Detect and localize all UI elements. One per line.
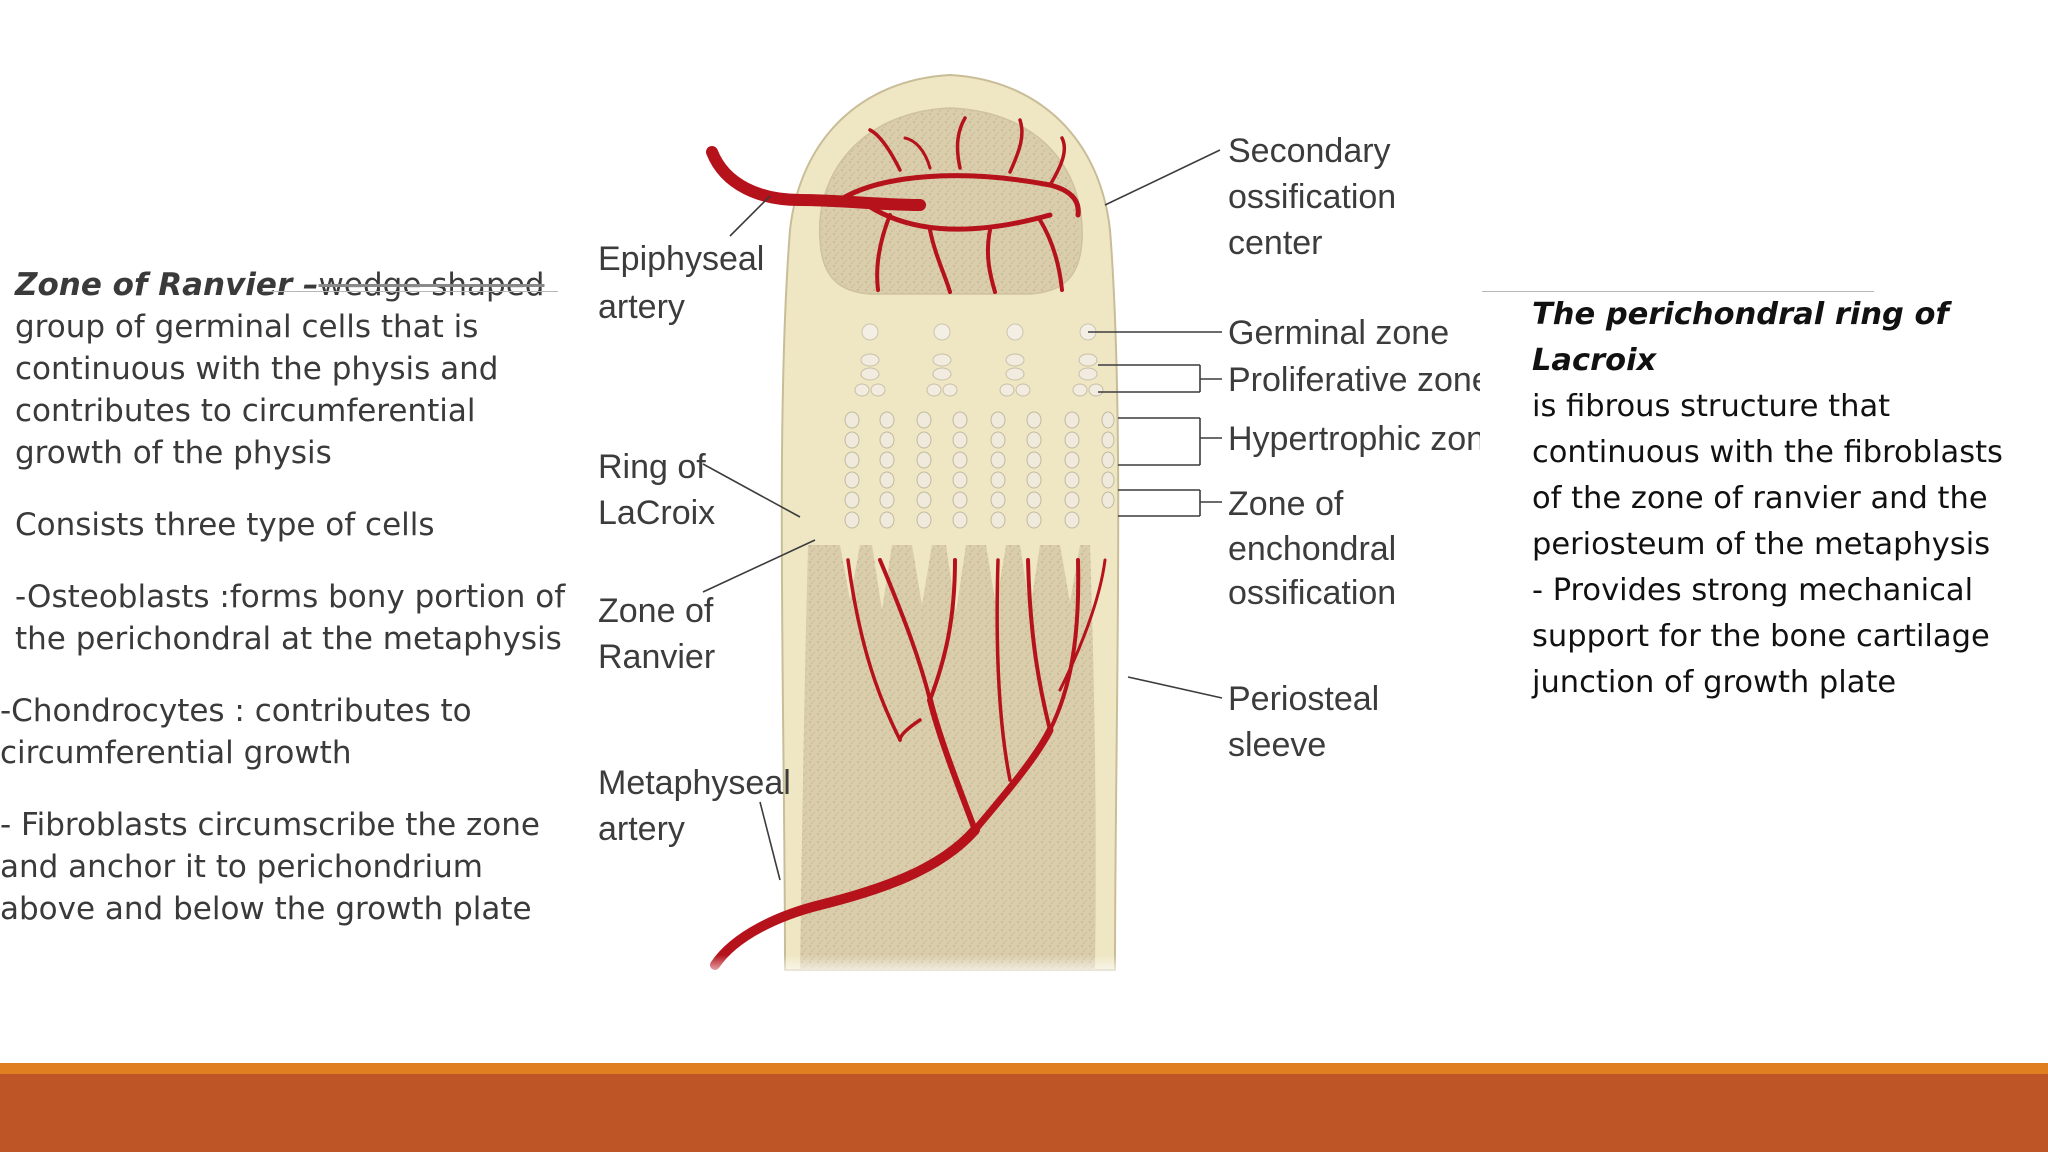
ranvier-paragraph: Zone of Ranvier –wedge shaped group of g… bbox=[0, 264, 570, 474]
lacroix-line-1: is fibrous structure that bbox=[1532, 389, 1891, 424]
lacroix-line-6: support for the bone cartilage bbox=[1532, 619, 1990, 654]
proliferative-cells bbox=[854, 353, 1104, 397]
osteoblasts-text: -Osteoblasts :forms bony portion of the … bbox=[15, 579, 566, 657]
label-proliferative-zone: Proliferative zone bbox=[1228, 361, 1480, 399]
chondrocytes-text: -Chondrocytes : contributes to circumfer… bbox=[0, 693, 472, 771]
lacroix-line-3: of the zone of ranvier and the bbox=[1532, 481, 1988, 516]
lacroix-line-2: continuous with the fibroblasts bbox=[1532, 435, 2003, 470]
left-divider-line bbox=[262, 291, 558, 292]
right-divider-line bbox=[1482, 291, 1874, 292]
lacroix-line-7: junction of growth plate bbox=[1532, 665, 1897, 700]
leader-lines bbox=[702, 149, 1223, 881]
ranvier-struck-text: wedge shaped bbox=[318, 267, 545, 303]
ranvier-title: Zone of Ranvier – bbox=[15, 267, 319, 303]
ranvier-description: group of germinal cells that is continuo… bbox=[15, 309, 499, 471]
left-text-panel: Zone of Ranvier –wedge shaped group of g… bbox=[0, 264, 570, 960]
epiphyseal-artery-vessels bbox=[706, 116, 1081, 294]
lacroix-line-5: - Provides strong mechanical bbox=[1532, 573, 1974, 608]
label-hypertrophic-zone: Hypertrophic zone bbox=[1228, 420, 1480, 458]
fibroblasts-text: - Fibroblasts circumscribe the zone and … bbox=[0, 807, 540, 927]
label-germinal-zone: Germinal zone bbox=[1228, 314, 1449, 352]
right-text-panel: The perichondral ring of Lacroix is fibr… bbox=[1532, 292, 2048, 706]
lacroix-line-4: periosteum of the metaphysis bbox=[1532, 527, 1991, 562]
lacroix-title: The perichondral ring of Lacroix bbox=[1532, 297, 1949, 378]
consists-text: Consists three type of cells bbox=[15, 507, 435, 543]
hypertrophic-cells bbox=[844, 411, 1115, 529]
footer-accent-line bbox=[0, 1063, 2048, 1074]
footer-band bbox=[0, 1074, 2048, 1152]
